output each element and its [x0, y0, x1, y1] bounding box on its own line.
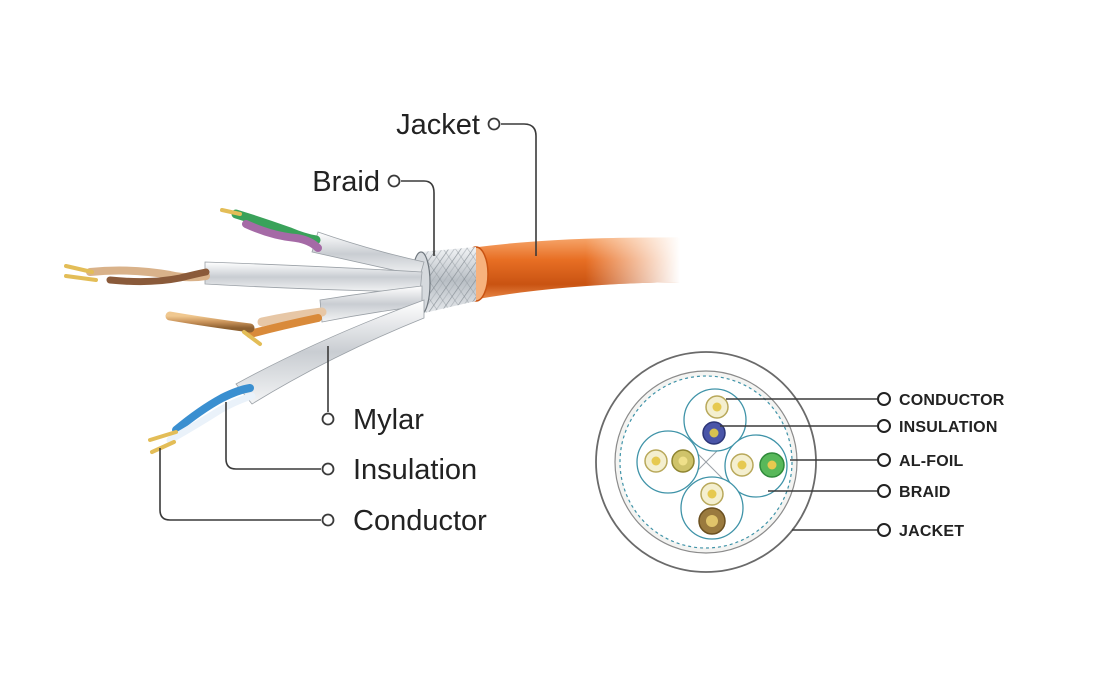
braid-marker	[387, 174, 401, 188]
conductor-marker	[321, 513, 335, 527]
xs-braid-marker	[877, 484, 891, 498]
conductor-label: Conductor	[353, 505, 487, 537]
xs-insulation-label: INSULATION	[899, 419, 998, 436]
xs-conductor-marker	[877, 392, 891, 406]
xs-conductor-label: CONDUCTOR	[899, 392, 1005, 409]
insulation-marker	[321, 462, 335, 476]
jacket-marker	[487, 117, 501, 131]
xs-al-foil-label: AL-FOIL	[899, 453, 964, 470]
cross-section	[595, 351, 817, 573]
braid-label: Braid	[312, 166, 380, 198]
insulation-leader	[225, 402, 321, 470]
mylar-marker	[321, 412, 335, 426]
xs-braid-label: BRAID	[899, 484, 951, 501]
mylar-label: Mylar	[353, 404, 424, 436]
pair-blue	[148, 299, 425, 454]
xs-jacket-marker	[877, 523, 891, 537]
xs-al-foil-marker	[877, 453, 891, 467]
braid-leader	[401, 180, 435, 256]
xs-jacket-label: JACKET	[899, 523, 964, 540]
cable-braid-shield	[411, 247, 476, 315]
cable-jacket	[463, 237, 680, 302]
jacket-leader	[501, 123, 537, 256]
xs-insulation-marker	[877, 419, 891, 433]
insulation-label: Insulation	[353, 454, 477, 486]
conductor-leader	[159, 448, 321, 521]
jacket-label: Jacket	[396, 109, 480, 141]
pair-brown	[64, 261, 423, 293]
